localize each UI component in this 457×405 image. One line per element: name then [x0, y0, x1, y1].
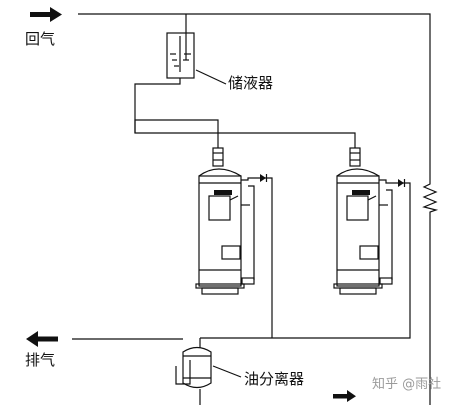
compressor-2-discharge-pipe: [272, 179, 411, 339]
compressor-1-return-line: [248, 185, 255, 280]
suction-header-pipe: [134, 78, 356, 148]
compressor-1: [195, 147, 255, 295]
oil-separator-label: 油分离器: [244, 370, 305, 388]
receiver-label: 储液器: [228, 74, 274, 92]
compressor-1-discharge-pipe: [241, 177, 273, 338]
receiver-tank: [166, 32, 195, 79]
check-valve-icon: [260, 174, 268, 182]
return-gas-label: 回气: [25, 30, 56, 48]
resistor-icon: [422, 180, 439, 214]
oil-separator: [175, 338, 212, 405]
discharge-label: 排气: [25, 351, 56, 369]
return-gas-arrow-icon: [30, 7, 62, 22]
oil-separator-leader-line: [212, 365, 242, 378]
receiver-leader-line: [195, 69, 227, 85]
compressor-2: [333, 147, 393, 295]
check-valve-icon: [398, 179, 406, 187]
compressor-2-return-line: [386, 189, 393, 280]
suction-branch-pipe: [134, 119, 219, 148]
return-gas-pipe: [78, 13, 431, 405]
discharge-arrow-icon: [26, 331, 58, 347]
bottom-arrow-icon: [333, 390, 356, 402]
watermark: 知乎 @雨社: [372, 377, 442, 392]
